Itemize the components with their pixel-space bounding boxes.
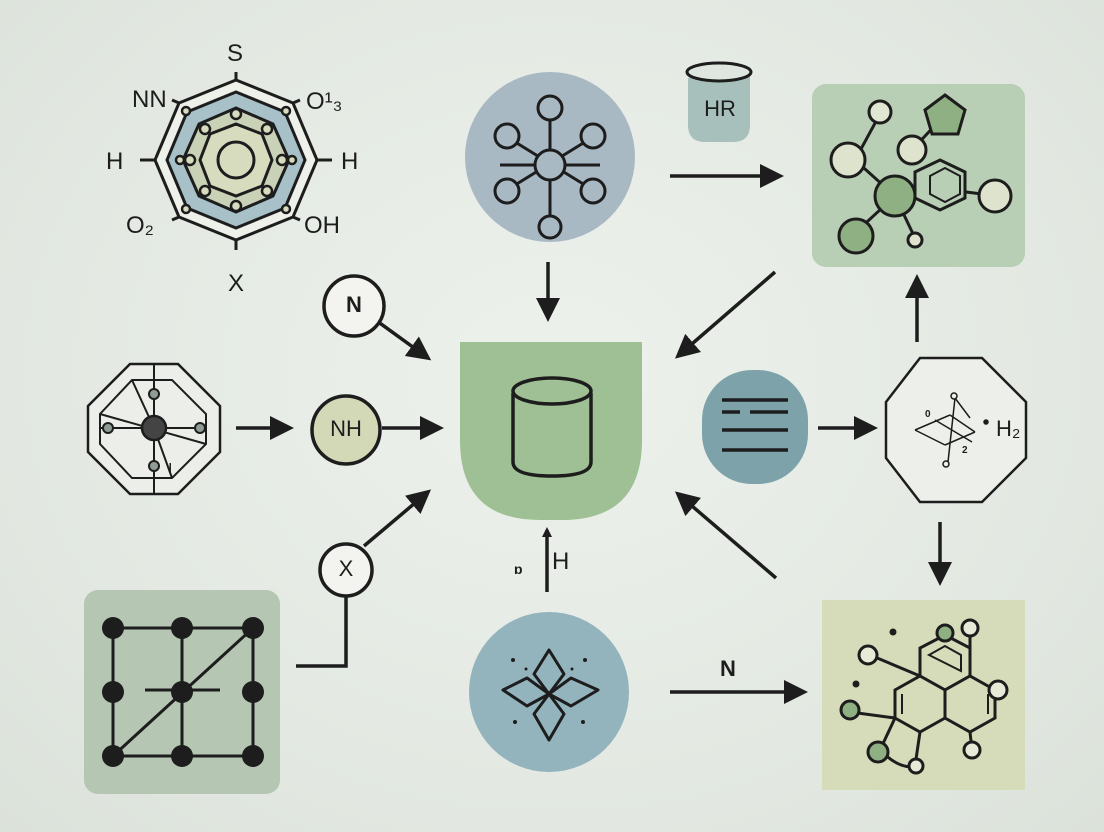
octagon-small-label: I: [168, 461, 173, 478]
center-cylinder-icon: [460, 342, 642, 520]
x-circle-label: X: [338, 556, 354, 581]
ring-molecule-icon: [140, 72, 332, 250]
molecule-label-upper-left: NN: [132, 86, 167, 113]
h2-hex-small-0: 0: [925, 409, 931, 420]
text-lines-pill-icon: [702, 370, 808, 484]
center-bottom-small-label: ɒ: [514, 561, 523, 577]
h2-hex-label: H₂: [996, 416, 1021, 441]
nh-circle-icon: [310, 394, 382, 466]
molecule-label-upper-right: O¹₃: [306, 88, 343, 115]
hr-cup-icon: [685, 61, 753, 142]
molecule-label-left: H: [106, 148, 124, 175]
nh-circle-label: NH: [330, 416, 362, 441]
molecule-label-bottom: X: [228, 270, 245, 297]
molecule-label-top: S: [227, 40, 244, 67]
molecule-label-lower-left: O₂: [126, 212, 154, 239]
n-circle-icon: [322, 274, 386, 338]
center-bottom-h-label: H: [552, 548, 570, 575]
h2-hex-small-2: 2: [962, 445, 968, 456]
arrow-box-to-center: [674, 270, 777, 359]
hr-cup-label: HR: [704, 96, 736, 121]
flow-arrows: [236, 164, 952, 704]
arrow-x-to-center: [362, 489, 432, 548]
crystal-star-icon: [469, 612, 629, 772]
octagon-molecule-icon: [86, 362, 222, 496]
molecule-label-right: H: [341, 148, 359, 175]
fused-ring-molecule-icon: [822, 600, 1025, 790]
connector-grid-to-x: [296, 590, 348, 668]
grid-lattice-icon: [84, 590, 280, 794]
bottom-arrow-label: N: [720, 656, 736, 681]
molecule-label-lower-right: OH: [304, 212, 340, 239]
molecule-cluster-icon: [812, 84, 1025, 267]
arrow-lower-to-center: [674, 491, 778, 580]
network-node-icon: [465, 72, 635, 242]
x-circle-icon: [318, 542, 374, 598]
n-circle-label: N: [346, 292, 362, 317]
h2-octagon-icon: [884, 356, 1028, 504]
